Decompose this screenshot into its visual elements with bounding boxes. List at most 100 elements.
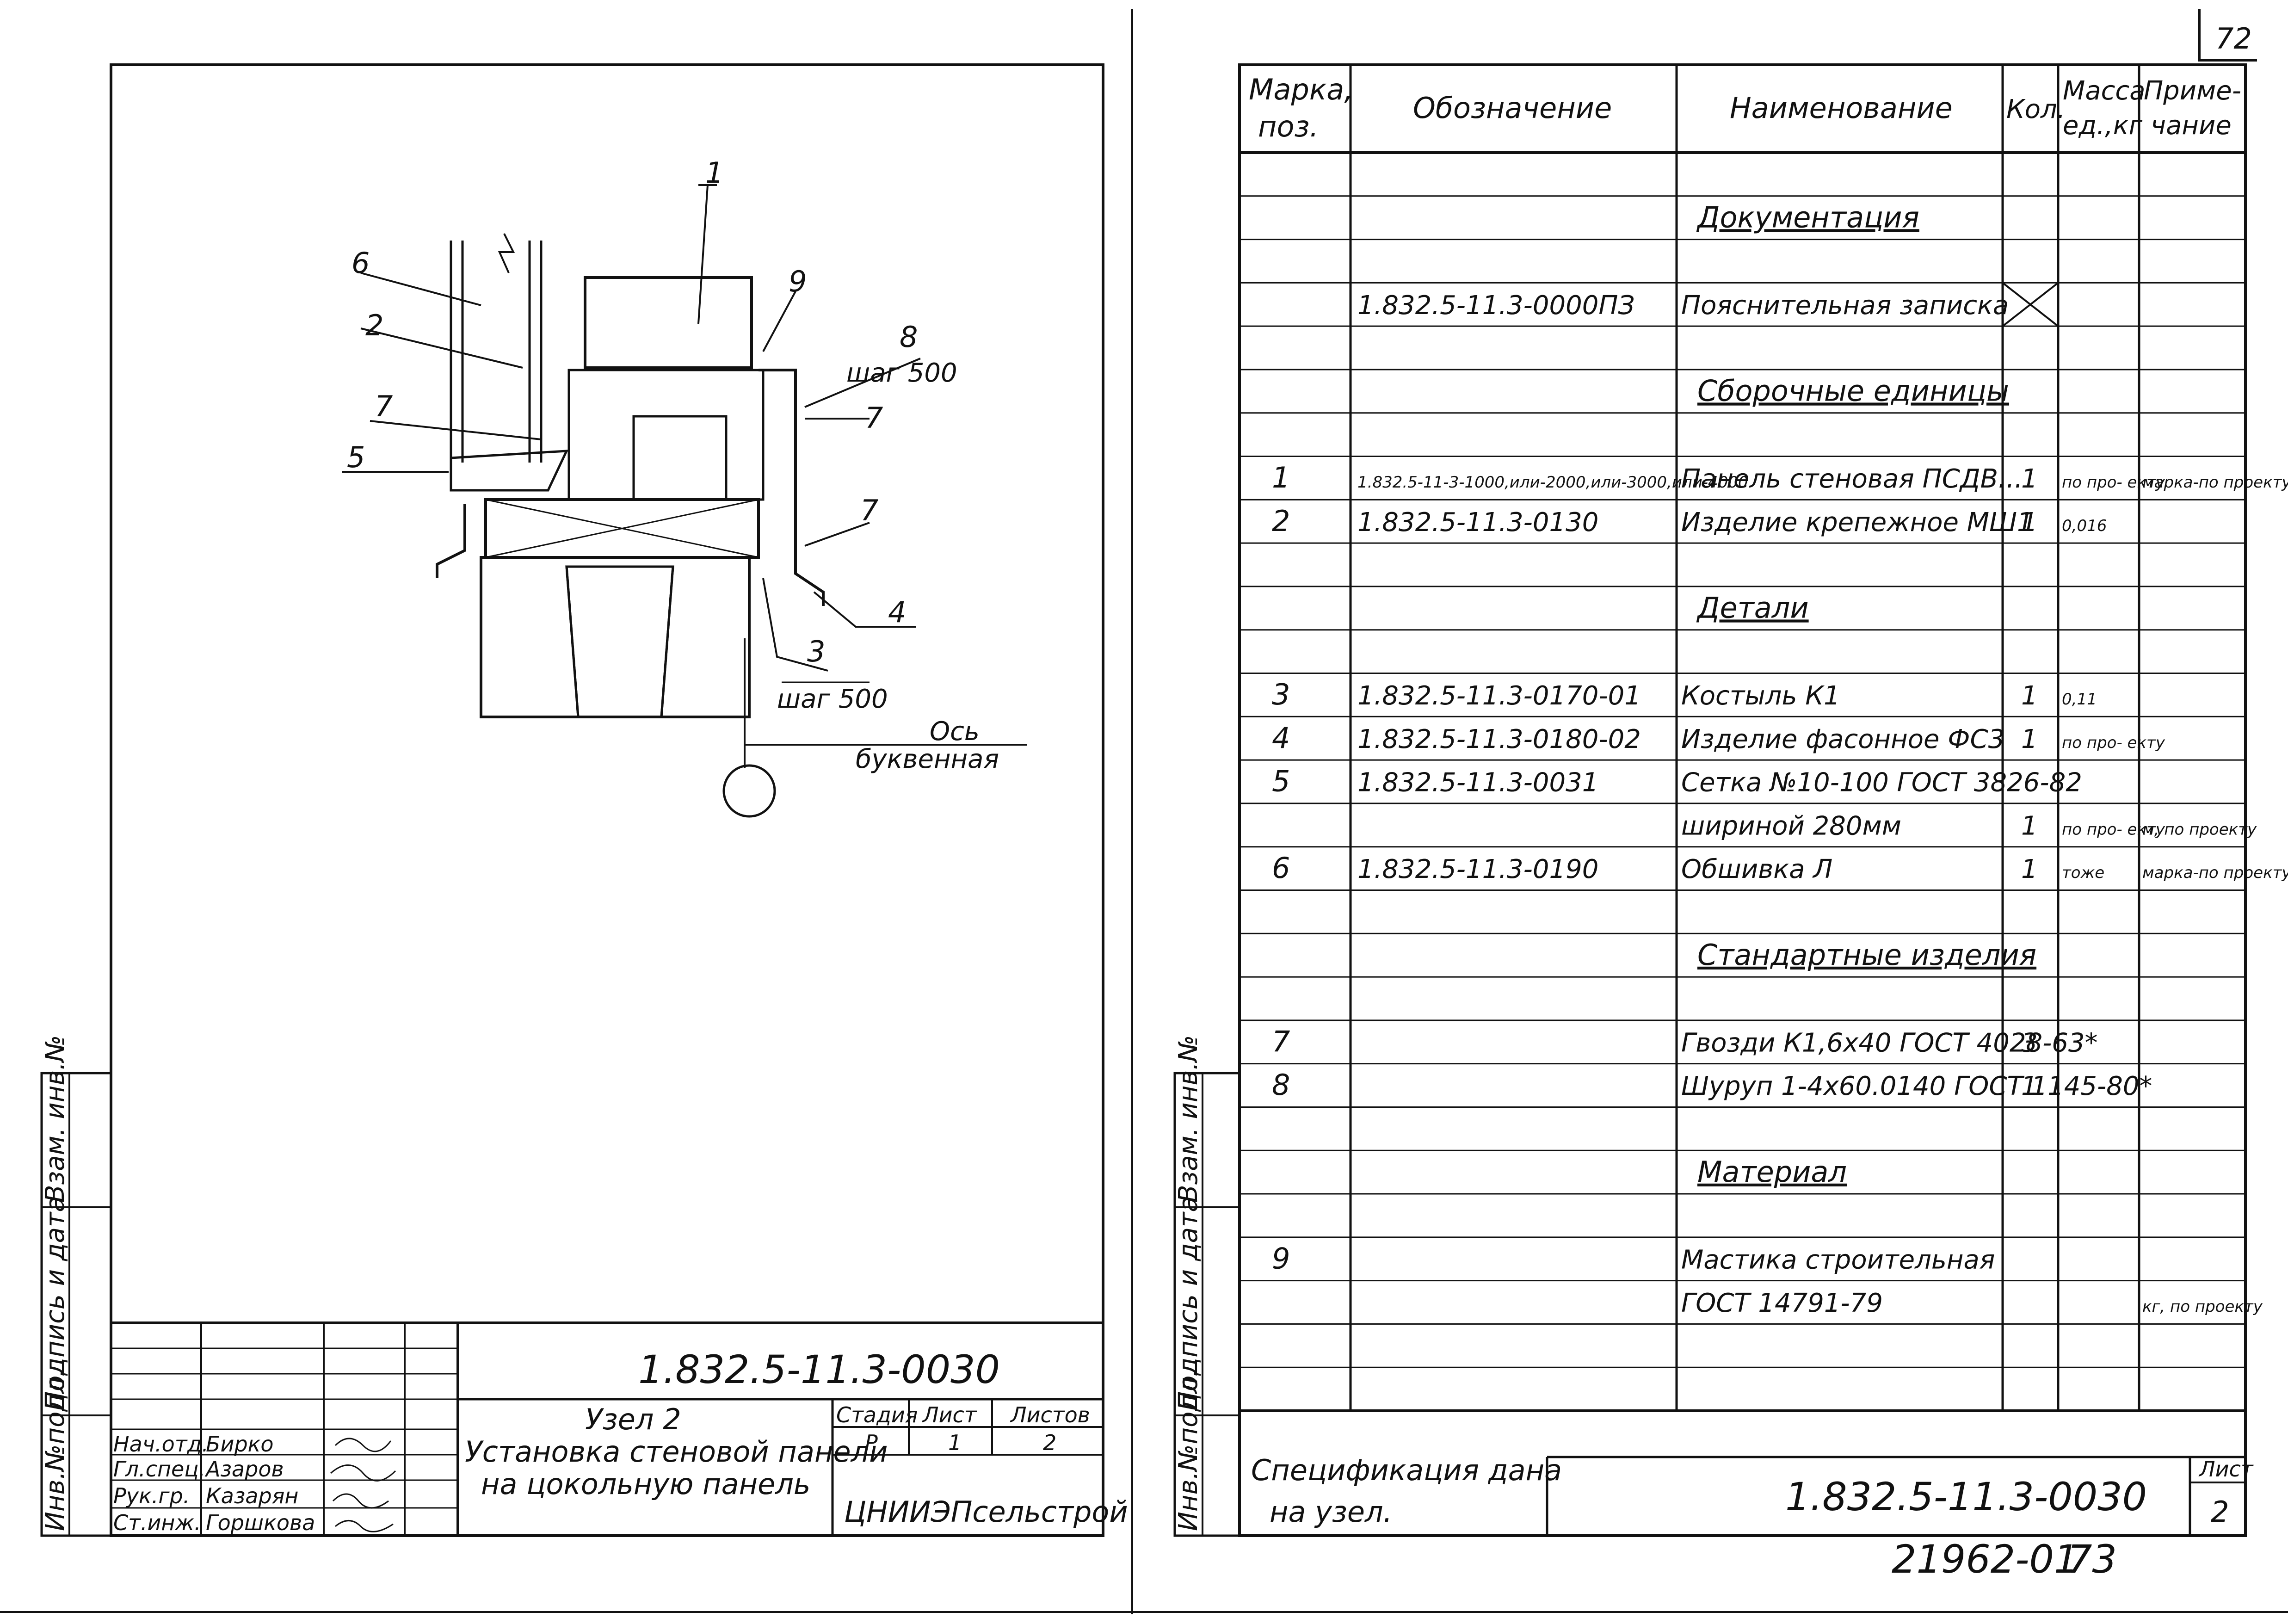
name-4: Горшкова xyxy=(206,1510,315,1535)
spec-cell-note: м, по проекту xyxy=(2142,820,2257,839)
spec-cell-code: 1.832.5-11.3-0031 xyxy=(1357,768,1598,798)
footer-page: 73 xyxy=(2067,1537,2117,1582)
spec-rows: Документация 1.832.5-11.3-0000ПЗ Пояснител… xyxy=(1240,195,2288,1412)
plinth-panel-section xyxy=(480,556,751,718)
archive-number: 21962-01 xyxy=(1892,1537,2078,1582)
org-name: ЦНИИЭПсельстрой xyxy=(844,1495,1128,1529)
spec-cell-qty: 1 xyxy=(2021,464,2038,494)
callout-4: 4 xyxy=(888,595,906,629)
spec-cell-note: кг, по проекту xyxy=(2142,1297,2263,1316)
spec-cell-name: Сетка №10-100 ГОСТ 3826-82 xyxy=(1681,768,2082,798)
spec-cell-mass: 0,11 xyxy=(2062,690,2097,709)
left-flashing xyxy=(436,504,466,578)
mesh-base xyxy=(450,450,569,492)
right-sheet-label: Лист xyxy=(2198,1457,2254,1482)
cladding-lines xyxy=(450,241,543,463)
spec-cell-name: Обшивка Л xyxy=(1681,854,1832,884)
spec-cell-code: 1.832.5-11.3-0180-02 xyxy=(1357,724,1641,754)
hdr-name: Наименование xyxy=(1730,91,1953,125)
spec-cell-name: Пояснительная записка xyxy=(1681,290,2009,321)
wall-panel-frame xyxy=(567,369,765,501)
spec-cell-name: Изделие крепежное МШ1 xyxy=(1681,507,2034,537)
axis-label-2: буквенная xyxy=(856,744,999,774)
signature-2 xyxy=(330,1464,396,1482)
sheets-header: Листов xyxy=(1010,1402,1090,1427)
spec-cell-code: 1.832.5-11.3-0130 xyxy=(1357,507,1598,537)
spec-cell-mass: по про- екту xyxy=(2062,734,2165,752)
signature-3 xyxy=(332,1493,389,1509)
right-sheet-value: 2 xyxy=(2211,1495,2229,1529)
right-stamp-inv: Инв.№подл. xyxy=(1173,1369,1203,1531)
spec-cell-mass: 0,016 xyxy=(2062,517,2107,535)
stage-value: Р xyxy=(865,1430,878,1455)
spec-cell-name: Мастика строительная xyxy=(1681,1245,1995,1275)
signature-1 xyxy=(334,1438,392,1452)
spec-section-title: Документация xyxy=(1696,200,1919,234)
spec-section-title: Детали xyxy=(1696,591,1809,624)
spec-cell-qty: 1 xyxy=(2021,724,2038,754)
spec-cell-mark: 9 xyxy=(1272,1241,1290,1275)
spec-cell-qty: 1 xyxy=(2021,811,2038,841)
spec-cell-qty: 1 xyxy=(2021,681,2038,711)
signature-4 xyxy=(335,1520,394,1532)
spec-cell-name: Гвозди К1,6х40 ГОСТ 4028-63* xyxy=(1681,1028,2098,1058)
spec-cell-qty: 1 xyxy=(2021,507,2038,537)
axis-label-1: Ось xyxy=(930,716,980,747)
spec-cell-mark: 1 xyxy=(1272,461,1290,494)
callout-6: 6 xyxy=(352,246,370,280)
left-sheet-frame xyxy=(110,63,1104,1537)
sheet-header: Лист xyxy=(922,1402,977,1427)
plinth-insulation-bg xyxy=(565,565,674,718)
left-stamp-vzam: Взам. инв.№ xyxy=(40,1035,70,1203)
spec-cell-note: марка-по проекту xyxy=(2142,473,2288,492)
spec-cell-mark: 2 xyxy=(1272,504,1290,538)
spec-cell-code: 1.832.5-11.3-0190 xyxy=(1357,854,1598,884)
stage-header: Стадия xyxy=(836,1402,918,1427)
hdr-mark-1: Марка, xyxy=(1249,73,1353,106)
plinth-insulation xyxy=(565,565,674,718)
left-title-2: Установка стеновой панели xyxy=(465,1435,888,1469)
role-1: Нач.отд. xyxy=(113,1432,209,1457)
callout-1: 1 xyxy=(705,156,723,190)
name-2: Азаров xyxy=(204,1457,284,1482)
left-doc-code: 1.832.5-11.3-0030 xyxy=(638,1347,1000,1392)
spec-cell-name: Шуруп 1-4х60.0140 ГОСТ 1145-80* xyxy=(1681,1071,2152,1101)
hdr-note-1: Приме- xyxy=(2144,76,2241,106)
spec-cell-name: Изделие фасонное ФС3 xyxy=(1681,724,2004,754)
callout-5: 5 xyxy=(347,440,365,474)
role-4: Ст.инж. xyxy=(113,1510,201,1535)
spec-cell-qty: 1 xyxy=(2021,1071,2038,1101)
spec-section-title: Материал xyxy=(1697,1155,1847,1189)
step-label-8: шаг 500 xyxy=(846,358,957,388)
left-title-block: 1.832.5-11.3-0030 Узел 2 Установка стено… xyxy=(111,1321,1128,1536)
hdr-qty: Кол. xyxy=(2006,94,2066,124)
spec-cell-name: Костыль К1 xyxy=(1681,681,1840,711)
spec-cell-code: 1.832.5-11.3-0170-01 xyxy=(1357,681,1641,711)
node-detail-drawing: Ось буквенная 1 2 3 4 5 6 7 7 7 8 9 шаг … xyxy=(342,156,1027,818)
spec-cell-mass: по про- екту xyxy=(2062,820,2165,839)
spec-cell-qty: 1 xyxy=(2021,854,2038,884)
role-3: Рук.гр. xyxy=(113,1483,190,1508)
spec-cell-qty: 3 xyxy=(2021,1028,2038,1058)
role-2: Гл.спец. xyxy=(113,1457,205,1482)
spec-cell-mark: 8 xyxy=(1272,1068,1290,1102)
spec-cell-name: ГОСТ 14791-79 xyxy=(1681,1288,1883,1318)
left-stamp-inv: Инв.№подл. xyxy=(40,1369,70,1531)
spec-cell-code: 1.832.5-11.3-0000ПЗ xyxy=(1357,290,1634,321)
spec-cell-mark: 7 xyxy=(1272,1025,1290,1058)
right-side-stamp: Взам. инв.№ Подпись и дата Инв.№подл. xyxy=(1173,1035,1241,1537)
hdr-mark-2: поз. xyxy=(1258,110,1319,143)
callout-3: 3 xyxy=(807,635,825,668)
timber-beam-cross xyxy=(485,499,759,558)
axis-bubble xyxy=(722,764,776,818)
wall-panel-void xyxy=(632,415,728,501)
hdr-code: Обозначение xyxy=(1413,91,1612,125)
right-stamp-podpis: Подпись и дата xyxy=(1173,1196,1203,1411)
spec-table: Марка, поз. Обозначение Наименование Кол… xyxy=(1238,63,2288,1537)
spec-cross-mark xyxy=(2002,282,2059,327)
name-3: Казарян xyxy=(206,1483,298,1508)
spec-cell-name: шириной 280мм xyxy=(1681,811,1901,841)
spec-frame xyxy=(1238,63,2247,1537)
name-1: Бирко xyxy=(206,1432,274,1457)
